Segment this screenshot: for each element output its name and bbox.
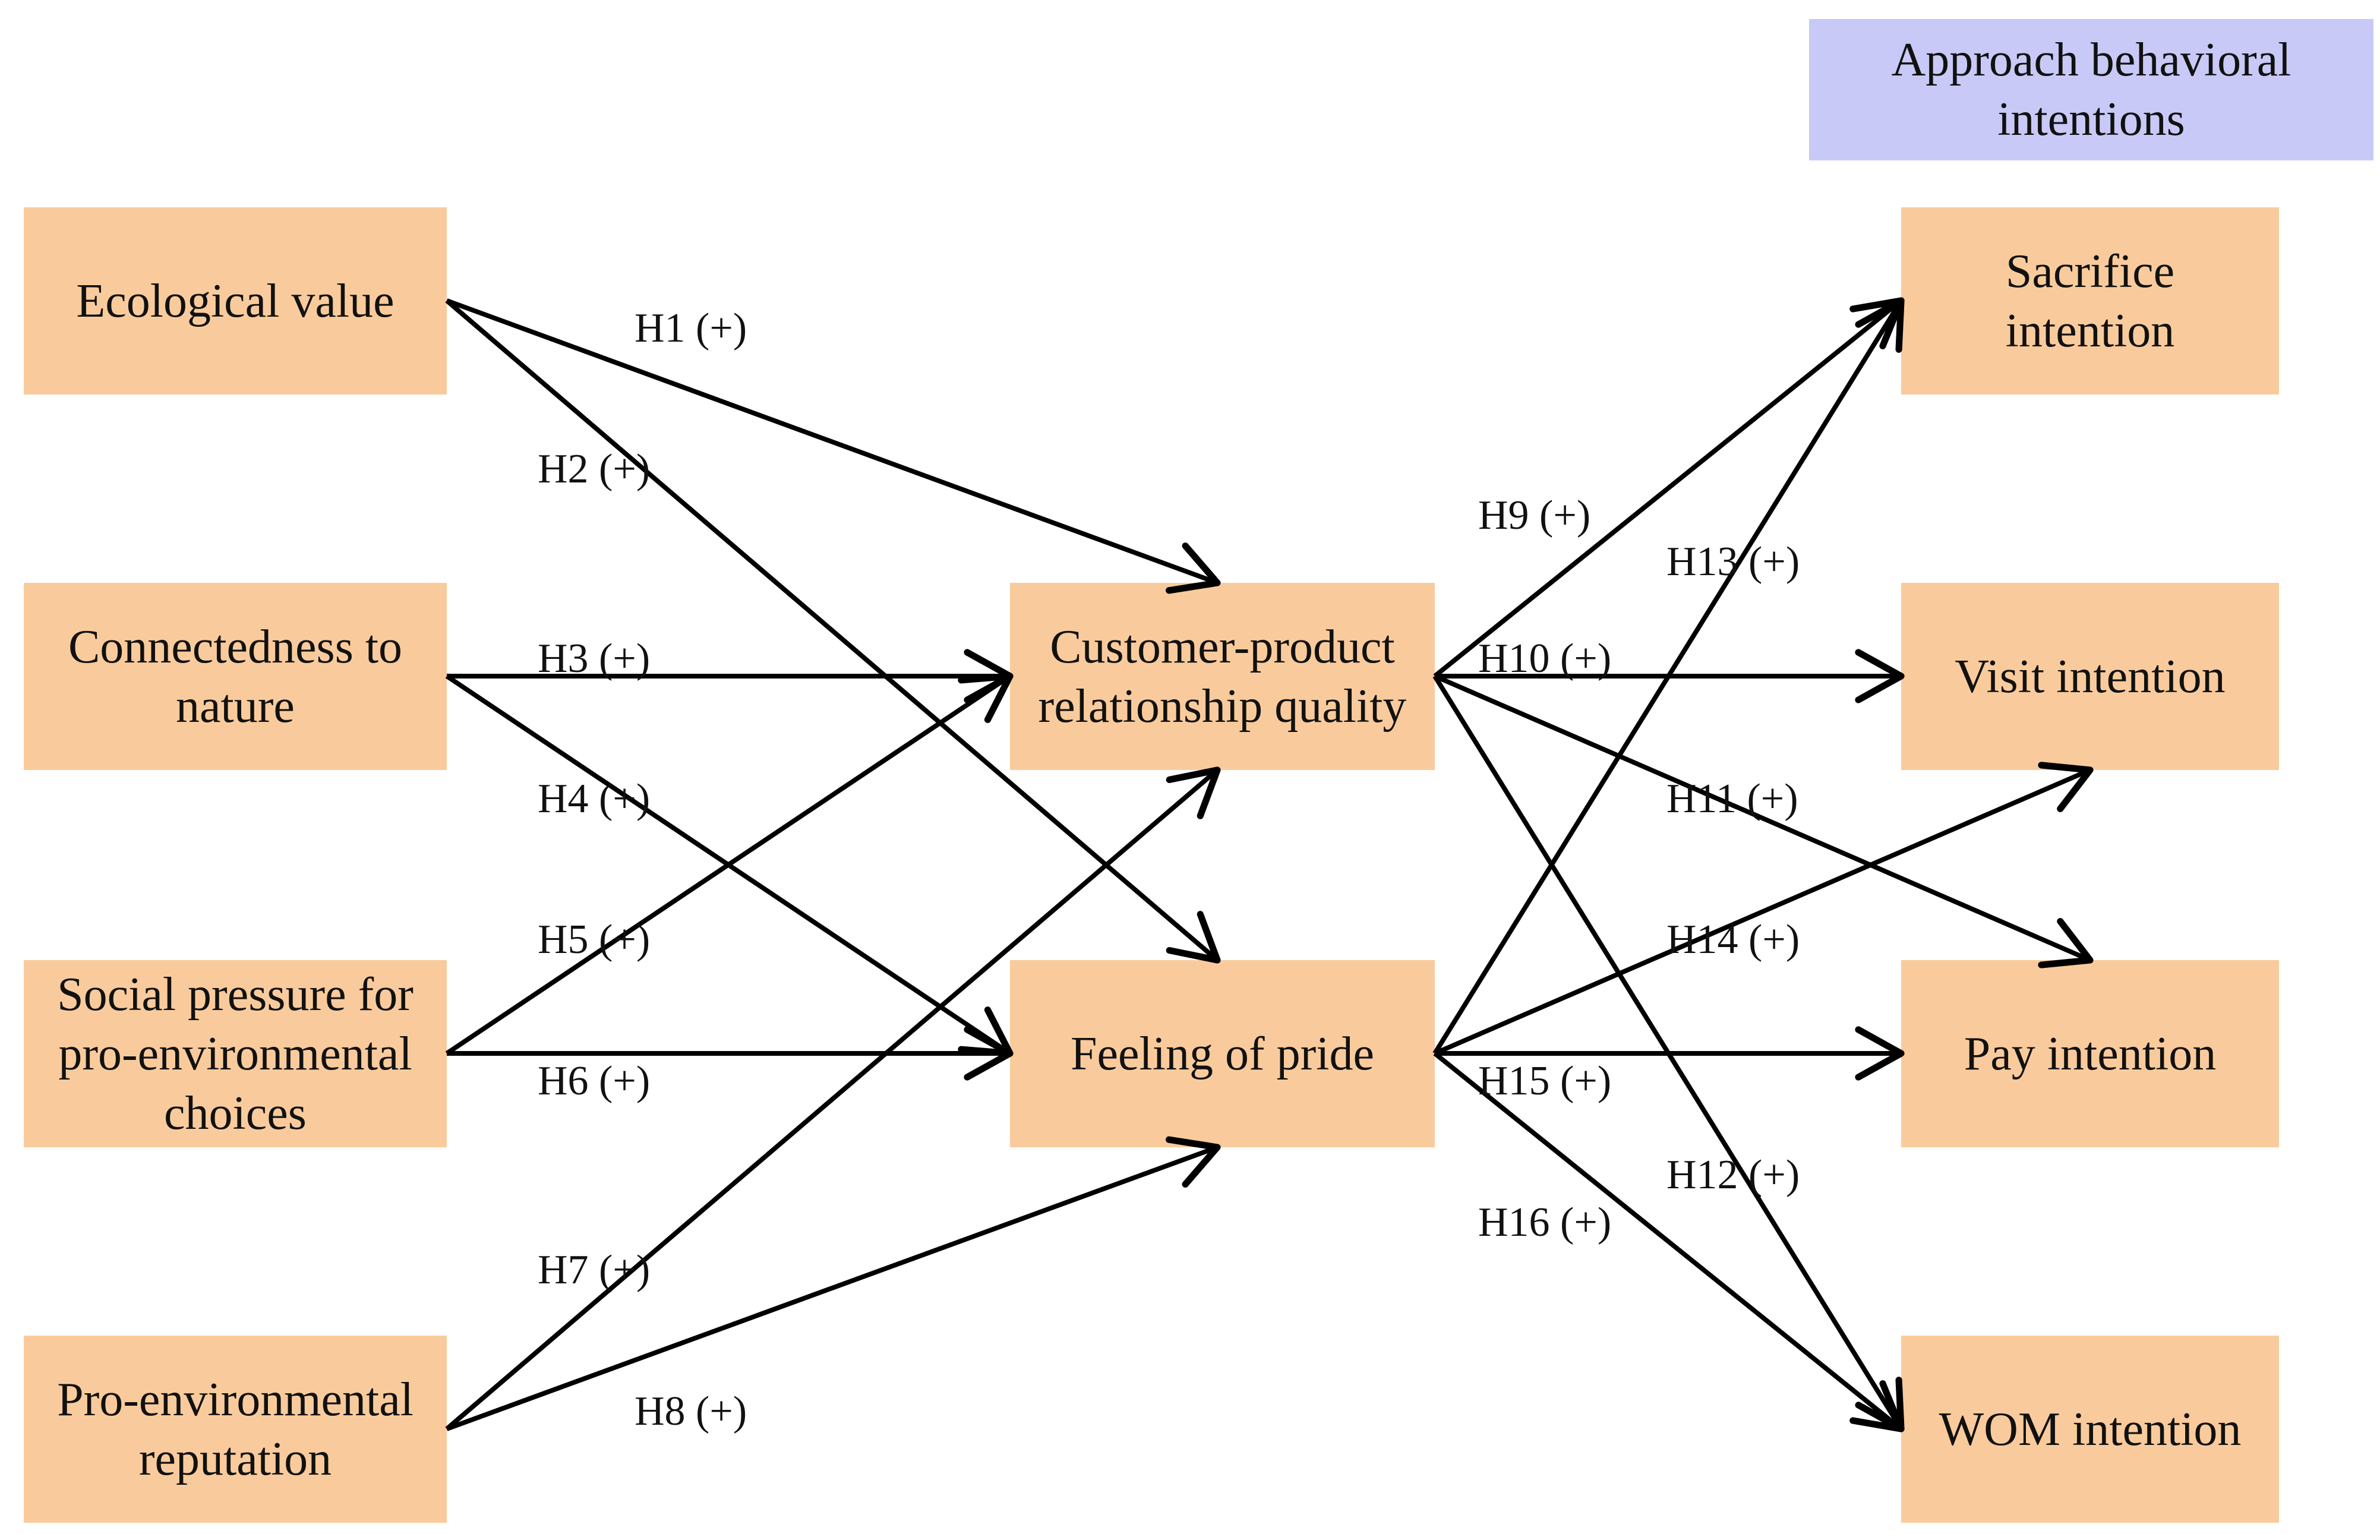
label-h15: H15 (+) [1478, 1058, 1611, 1104]
node-visit-intention: Visit intention [1901, 583, 2279, 770]
arrow-h14 [1434, 762, 2094, 1056]
label-h9: H9 (+) [1478, 493, 1590, 538]
hypothesis-labels: H1 (+) H2 (+) H3 (+) H4 (+) H5 (+) H6 (+… [538, 305, 1800, 1434]
label-h3: H3 (+) [538, 636, 650, 681]
arrow-h2 [445, 298, 1221, 964]
arrow-h16 [1433, 1051, 1905, 1432]
label-h6: H6 (+) [538, 1058, 650, 1104]
arrow-h9 [1433, 297, 1905, 679]
label-h13: H13 (+) [1666, 539, 1800, 585]
label-h5: H5 (+) [538, 917, 650, 962]
node-feeling-of-pride: Feeling of pride [1010, 960, 1435, 1147]
arrow-h11 [1434, 674, 2094, 968]
label-h4: H4 (+) [538, 776, 650, 822]
node-wom-intention: WOM intention [1901, 1336, 2279, 1523]
label-h14: H14 (+) [1666, 917, 1800, 962]
arrows [445, 297, 2094, 1432]
arrow-h13 [1432, 297, 1905, 1055]
arrow-h7 [445, 766, 1221, 1431]
node-pro-environmental-reputation: Pro-environmental reputation [24, 1336, 447, 1523]
label-h8: H8 (+) [635, 1388, 747, 1434]
label-h1: H1 (+) [635, 305, 747, 351]
node-connectedness-to-nature: Connectedness to nature [24, 583, 447, 770]
node-social-pressure: Social pressure for pro-environmental ch… [24, 960, 447, 1147]
arrow-h8 [446, 1136, 1221, 1431]
approach-behavioral-intentions-label: Approach behavioral intentions [1809, 19, 2373, 160]
node-customer-product-relationship-quality: Customer-product relationship quality [1010, 583, 1435, 770]
label-h10: H10 (+) [1478, 636, 1611, 681]
label-h7: H7 (+) [538, 1247, 650, 1293]
node-ecological-value: Ecological value [24, 207, 447, 395]
label-h11: H11 (+) [1666, 776, 1798, 822]
arrow-h1 [446, 298, 1221, 594]
arrow-h5 [445, 673, 1014, 1056]
label-h12: H12 (+) [1666, 1152, 1800, 1198]
node-pay-intention: Pay intention [1901, 960, 2279, 1147]
label-h2: H2 (+) [538, 446, 650, 492]
label-h16: H16 (+) [1478, 1200, 1611, 1245]
node-sacrifice-intention: Sacrifice intention [1901, 207, 2279, 395]
